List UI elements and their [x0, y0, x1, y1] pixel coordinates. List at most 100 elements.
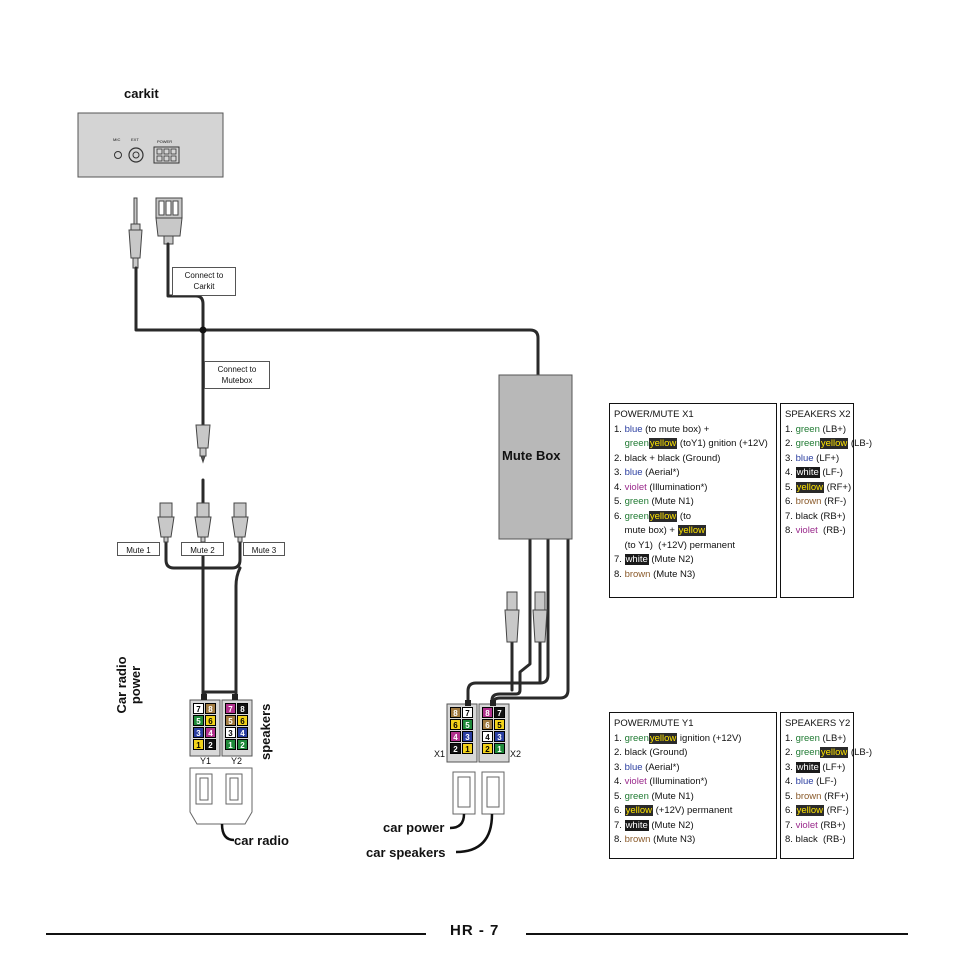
legend-segment: brown	[624, 568, 651, 580]
legend-line: 8. violet (RB-)	[785, 524, 849, 539]
connect-mutebox-line1: Connect to	[217, 365, 257, 374]
legend-segment: (+12V) permanent	[652, 805, 733, 816]
legend-segment: 2.	[785, 438, 796, 449]
legend-segment: (RB-)	[817, 525, 846, 536]
legend-segment: 3.	[614, 761, 625, 773]
car-radio-power-label: Car radio power	[114, 648, 143, 722]
pin-x1: 7	[462, 707, 473, 718]
pin-x1: 1	[462, 743, 473, 754]
mute3-plug	[231, 502, 249, 543]
pin-y2: 3	[225, 727, 236, 738]
pin-y1: 3	[193, 727, 204, 738]
legend-line: 3. blue (LF+)	[785, 452, 849, 467]
x2-label: X2	[510, 749, 522, 759]
legend-segment: white	[795, 467, 820, 478]
legend-segment: 1.	[785, 732, 796, 744]
legend-segment: blue	[795, 776, 814, 787]
legend-segment: green	[795, 747, 820, 758]
carkit-title: carkit	[124, 86, 159, 101]
legend-segment: white	[624, 819, 649, 831]
legend-segment: blue	[624, 467, 643, 478]
legend-line: 1. green (LB+)	[785, 732, 849, 747]
legend-segment: 3.	[785, 761, 796, 773]
pin-x1: 5	[462, 719, 473, 730]
legend-line: 5. yellow (RF+)	[785, 481, 851, 496]
legend-segment: 6.	[785, 496, 796, 507]
legend-segment: green	[624, 510, 649, 522]
legend-segment: (Mute N1)	[648, 496, 694, 507]
pin-y2: 8	[237, 703, 248, 714]
pin-x2: 3	[494, 731, 505, 742]
pin-y2: 7	[225, 703, 236, 714]
pin-y1: 1	[193, 739, 204, 750]
legend-line: 8. black (RB-)	[785, 833, 849, 848]
legend-segment: 5.	[614, 496, 625, 507]
pin-y1: 6	[205, 715, 216, 726]
legend-line: 2. black (Ground)	[614, 746, 772, 761]
power-socket	[153, 146, 180, 164]
mute-box	[498, 374, 573, 540]
mute1-label: Mute 1	[117, 542, 160, 556]
legend-segment: brown	[795, 790, 822, 802]
legend-line: 2. greenyellow (LB-)	[785, 437, 872, 452]
legend-segment: yellow	[795, 805, 824, 816]
legend-segment: (RF-)	[823, 805, 849, 816]
legend-line: 3. white (LF+)	[785, 761, 849, 776]
pin-y2: 4	[237, 727, 248, 738]
pin-x1: 6	[450, 719, 461, 730]
legend-segment: 7.	[614, 554, 625, 565]
legend-segment: 5.	[785, 481, 796, 493]
legend-segment: 2. black + black (Ground)	[614, 452, 721, 464]
pin-y1: 5	[193, 715, 204, 726]
legend-line: 7. black (RB+)	[785, 510, 849, 525]
car-speakers-label: car speakers	[366, 845, 446, 860]
connect-carkit-callout: Connect to Carkit	[172, 267, 236, 296]
legend-line: mute box) + yellow	[614, 524, 772, 539]
legend-segment: 5.	[614, 790, 625, 802]
legend-line: 8. brown (Mute N3)	[614, 833, 772, 848]
mute3-label: Mute 3	[243, 542, 285, 556]
legend-segment: violet	[624, 776, 647, 787]
pin-x1: 3	[462, 731, 473, 742]
ext-label: EXT	[131, 137, 139, 142]
legend-segment: green	[624, 496, 649, 507]
legend-segment: (to Y1) (+12V) permanent	[614, 539, 736, 551]
legend-line: greenyellow (toY1) gnition (+12V)	[614, 437, 772, 452]
legend-segment: (RF+)	[821, 790, 849, 802]
legend-line: 4. blue (LF-)	[785, 775, 849, 790]
legend-segment: (LF-)	[819, 467, 843, 478]
legend-line: 7. white (Mute N2)	[614, 553, 772, 568]
legend-line: 4. violet (Illumination*)	[614, 775, 772, 790]
legend-segment	[614, 438, 625, 449]
legend-segment: (Illumination*)	[646, 776, 708, 787]
ext-jack-outer	[128, 147, 144, 163]
connect-carkit-line1: Connect to	[184, 271, 224, 280]
legend-segment: (LB-)	[848, 438, 873, 449]
fuse-holder-1	[504, 591, 520, 643]
connect-mutebox-callout: Connect to Mutebox	[204, 361, 270, 389]
legend-segment: white	[624, 554, 649, 565]
legend-segment: mute box) +	[614, 525, 678, 536]
pin-x2: 7	[494, 707, 505, 718]
legend-segment: green	[795, 732, 820, 744]
legend-segment: 7.	[614, 819, 625, 831]
legend-segment: 1.	[785, 423, 796, 435]
legend-segment: 4.	[614, 481, 625, 493]
legend-line: 2. black + black (Ground)	[614, 452, 772, 467]
legend-segment: (Mute N2)	[648, 554, 694, 565]
legend-segment: 7.	[785, 819, 796, 831]
legend-title: SPEAKERS X2	[785, 409, 851, 420]
pin-x2: 1	[494, 743, 505, 754]
legend-segment: brown	[795, 496, 822, 507]
legend-line: 3. blue (Aerial*)	[614, 466, 772, 481]
legend-segment: 6.	[614, 510, 625, 522]
legend-line: 6. brown (RF-)	[785, 495, 849, 510]
legend-segment: (to	[677, 510, 692, 522]
legend-segment: (to mute box) +	[642, 423, 710, 435]
footer-rule-right	[526, 933, 908, 935]
power-label: POWER	[157, 139, 173, 144]
legend-segment: white	[795, 761, 820, 773]
legend-line: 5. green (Mute N1)	[614, 790, 772, 805]
